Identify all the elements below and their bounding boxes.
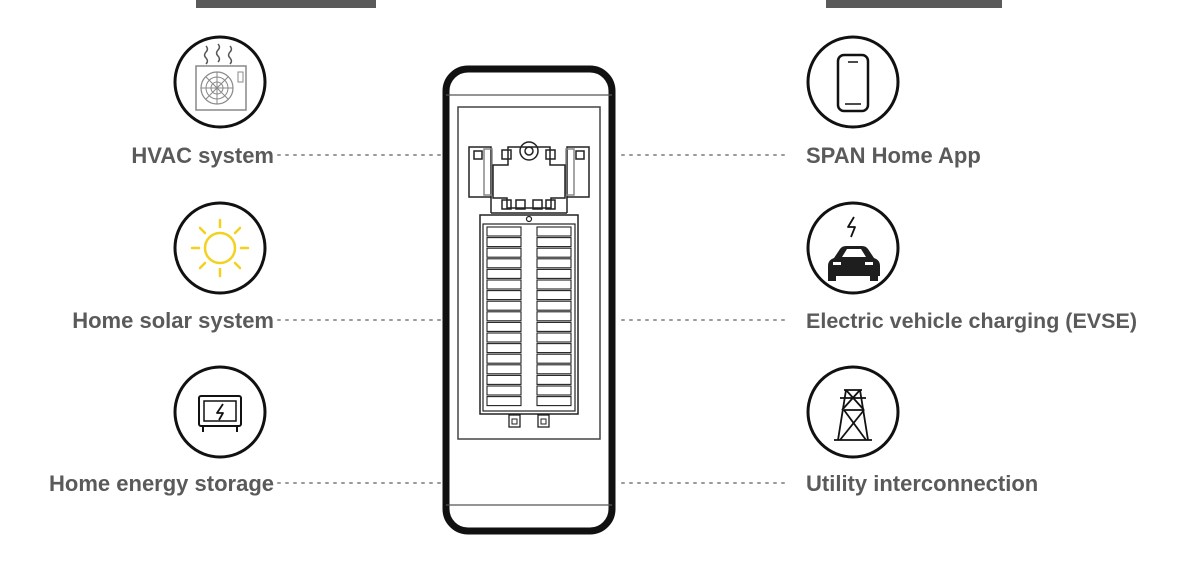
label-hvac-system: HVAC system (131, 143, 274, 168)
breaker-slot (486, 332, 522, 343)
span-panel-illustration (442, 65, 616, 535)
ev-car-icon (806, 201, 900, 295)
breaker-slot (486, 268, 522, 279)
breaker-slot (486, 385, 522, 396)
breaker-slot (536, 237, 572, 248)
hvac-icon (173, 35, 267, 129)
breaker-slot (486, 396, 522, 407)
breaker-slot (536, 226, 572, 237)
transmission-tower-icon (806, 365, 900, 459)
breaker-slot (536, 396, 572, 407)
breaker-slot (536, 374, 572, 385)
breaker-slot (536, 300, 572, 311)
label-electric-vehicle-charging: Electric vehicle charging (EVSE) (806, 309, 1137, 333)
breaker-slot (486, 226, 522, 237)
breaker-slot (486, 311, 522, 322)
breaker-slot (536, 290, 572, 301)
cropped-heading-left (196, 0, 376, 8)
breaker-slot (536, 247, 572, 258)
smartphone-icon (806, 35, 900, 129)
breaker-slot (536, 258, 572, 269)
label-home-solar-system: Home solar system (72, 308, 274, 333)
sun-icon (173, 201, 267, 295)
label-home-energy-storage: Home energy storage (49, 471, 274, 496)
breaker-slots (486, 226, 572, 407)
label-utility-interconnection: Utility interconnection (806, 471, 1039, 496)
breaker-slot (536, 268, 572, 279)
breaker-slot (486, 364, 522, 375)
breaker-slot (486, 353, 522, 364)
breaker-slot (536, 311, 572, 322)
breaker-slot (486, 343, 522, 354)
breaker-slot (536, 385, 572, 396)
breaker-slot (486, 279, 522, 290)
cropped-heading-right (826, 0, 1002, 8)
breaker-slot (486, 237, 522, 248)
label-span-home-app: SPAN Home App (806, 143, 981, 168)
breaker-slot (486, 321, 522, 332)
breaker-slot (536, 279, 572, 290)
breaker-slot (536, 321, 572, 332)
battery-storage-icon (173, 365, 267, 459)
breaker-slot (536, 364, 572, 375)
breaker-slot (486, 374, 522, 385)
breaker-slot (536, 353, 572, 364)
breaker-slot (486, 258, 522, 269)
breaker-slot (536, 343, 572, 354)
breaker-slot (486, 247, 522, 258)
breaker-slot (486, 290, 522, 301)
breaker-slot (536, 332, 572, 343)
breaker-slot (486, 300, 522, 311)
